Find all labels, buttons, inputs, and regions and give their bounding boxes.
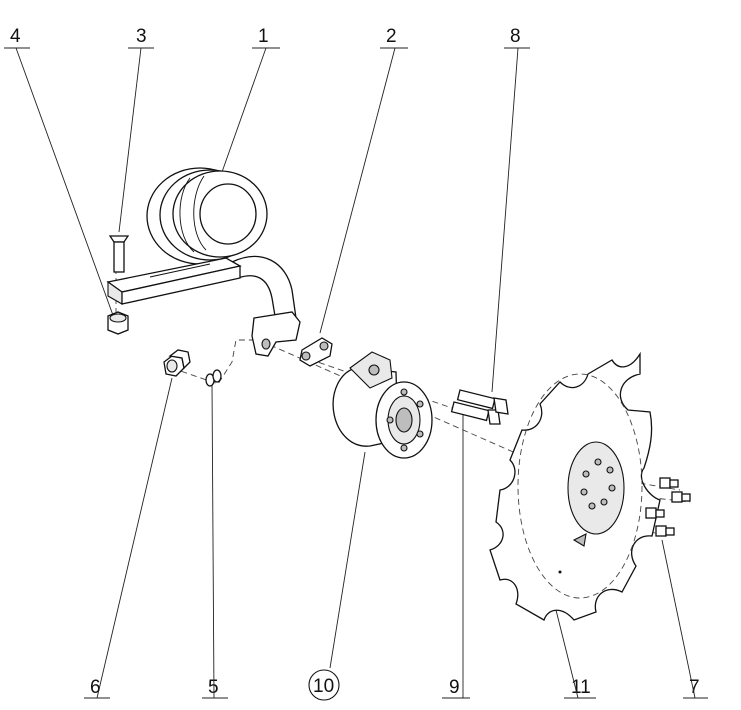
part-6-nuts <box>163 349 191 377</box>
part-2-plate <box>299 337 333 367</box>
part-3-bolt <box>108 235 130 273</box>
part-11-notched-disc <box>489 351 661 621</box>
callout-11: 11 <box>571 677 591 698</box>
callout-9: 9 <box>449 677 460 698</box>
part-4-nut <box>107 311 129 335</box>
callout-5: 5 <box>208 677 219 698</box>
callout-3: 3 <box>136 26 147 47</box>
part-5-washers <box>205 369 222 387</box>
callout-10: 10 <box>313 676 334 697</box>
callout-1: 1 <box>258 26 269 47</box>
callout-4: 4 <box>10 26 21 47</box>
part-10-hub <box>332 351 433 459</box>
part-7-bolts <box>645 477 691 537</box>
part-1-spring-tine <box>106 167 301 357</box>
callout-2: 2 <box>386 26 397 47</box>
callout-8: 8 <box>510 26 521 47</box>
callout-labels: 1 2 3 4 5 6 7 8 9 10 11 <box>10 26 700 701</box>
leader-lines <box>4 47 708 699</box>
callout-7: 7 <box>689 677 700 698</box>
part-8-bolts <box>450 389 509 425</box>
callout-10-circle <box>308 669 340 701</box>
callout-6: 6 <box>90 677 101 698</box>
